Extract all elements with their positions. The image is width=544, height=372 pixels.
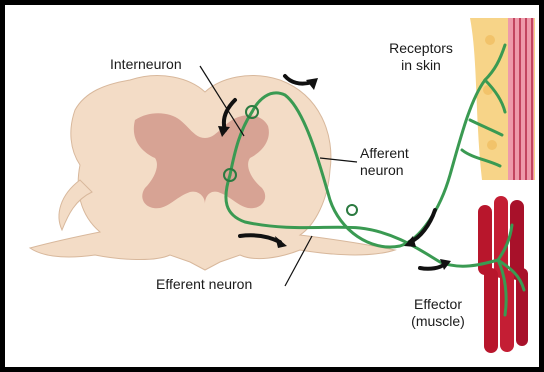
label-effector: Effector (muscle) — [398, 296, 478, 330]
label-interneuron: Interneuron — [110, 56, 182, 73]
ganglion-soma — [347, 205, 357, 215]
label-receptors-line1: Receptors — [389, 40, 453, 56]
label-afferent-line2: neuron — [360, 162, 404, 178]
label-effector-line1: Effector — [414, 296, 462, 312]
label-effector-line2: (muscle) — [411, 313, 465, 329]
skin-layers-icon — [470, 18, 535, 180]
label-receptors-line2: in skin — [401, 57, 441, 73]
label-afferent: Afferent neuron — [360, 145, 409, 179]
label-afferent-line1: Afferent — [360, 145, 409, 161]
spinal-cord-cross-section-icon — [30, 76, 395, 270]
label-efferent: Efferent neuron — [156, 276, 252, 293]
label-receptors: Receptors in skin — [376, 40, 466, 74]
